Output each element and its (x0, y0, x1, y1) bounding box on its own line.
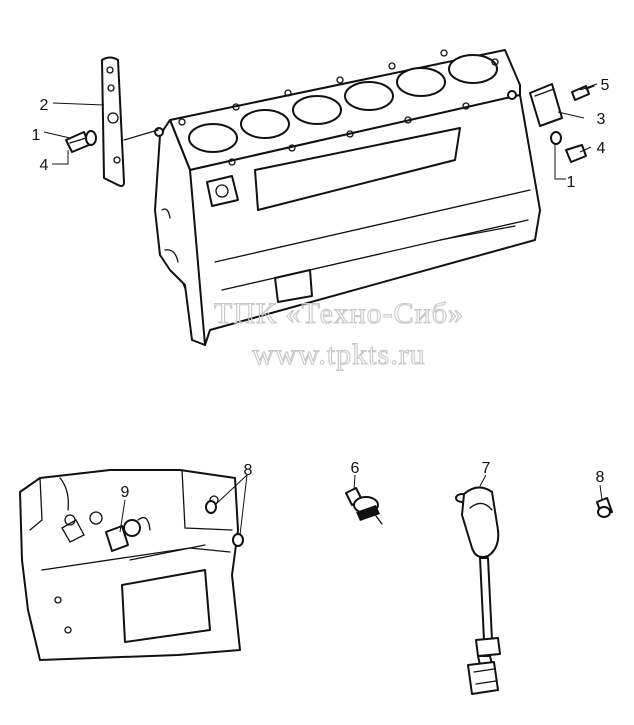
item-1-4-left-plug (65, 130, 97, 153)
callout-label: 1 (567, 174, 576, 191)
callout-label: 7 (482, 460, 491, 477)
item-9-sensor (105, 519, 141, 552)
leader-lines (43, 83, 603, 536)
block-corner-detail (19, 469, 241, 661)
callout-label: 4 (597, 140, 606, 157)
item-8-plugs-in-block (205, 500, 244, 547)
engine-block (154, 49, 541, 346)
item-8-plug (596, 497, 613, 518)
item-2-front-plate (101, 56, 159, 187)
callout-label: 4 (40, 157, 49, 174)
callout-label: 2 (40, 97, 49, 114)
watermark-company: ТПК «Техно-Сиб» (214, 297, 464, 330)
callout-label: 5 (601, 77, 610, 94)
callout-label: 1 (32, 127, 41, 144)
callout-label: 9 (121, 484, 130, 501)
watermark: ТПК «Техно-Сиб» www.tpkts.ru (213, 296, 464, 371)
watermark-url: www.tpkts.ru (252, 338, 425, 371)
item-1-4-right-plug (550, 131, 587, 163)
callout-labels: 2 1 4 5 3 4 1 9 8 6 7 8 (32, 77, 610, 501)
callout-label: 8 (596, 469, 605, 486)
item-5-bolt (571, 85, 595, 101)
callout-label: 8 (244, 462, 253, 479)
callout-label: 3 (597, 111, 606, 128)
item-3-cover (529, 83, 563, 127)
item-7-sensor-harness (455, 486, 501, 695)
callout-label: 6 (351, 460, 360, 477)
item-6-sender (345, 487, 383, 525)
